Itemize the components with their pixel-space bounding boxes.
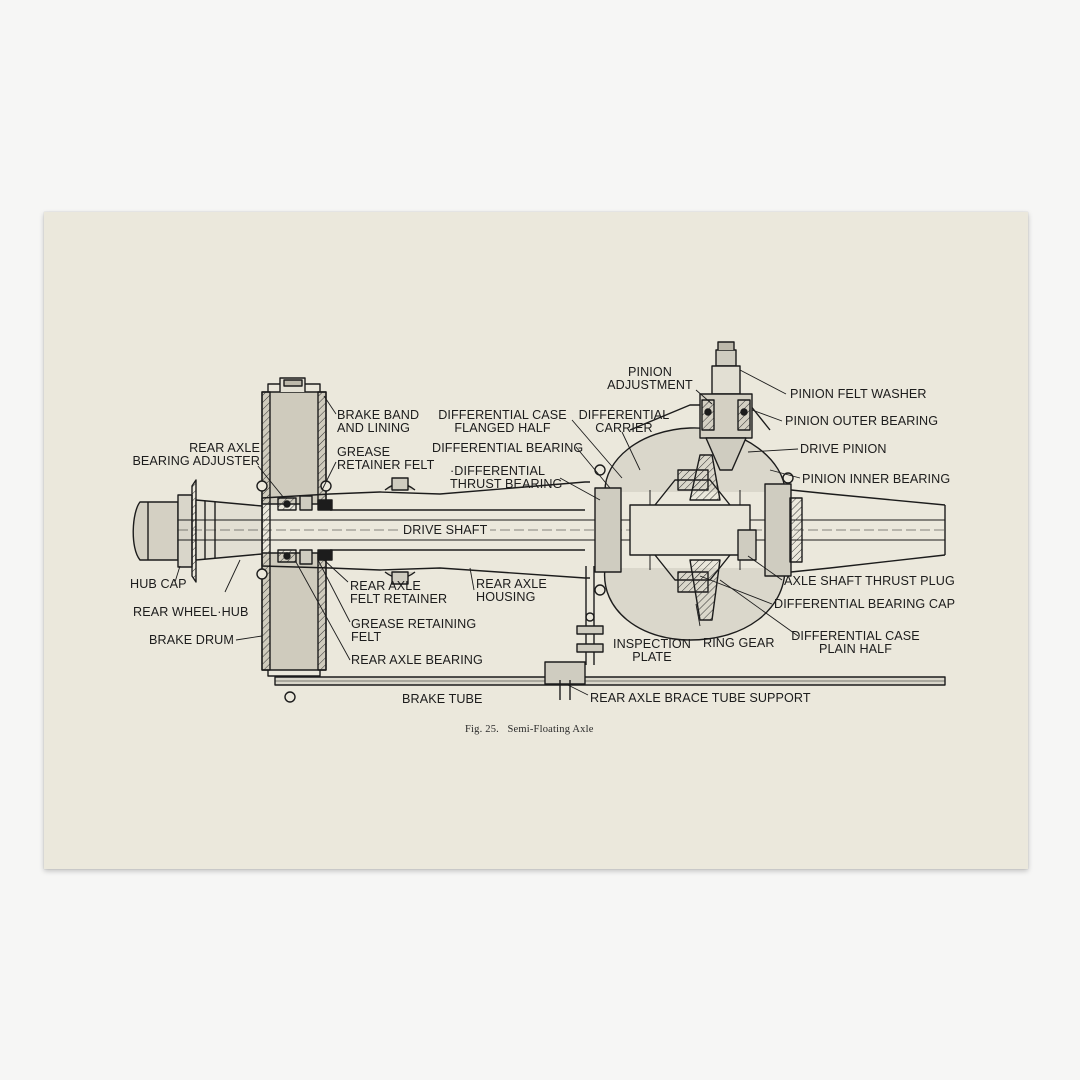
label-rear-axle-bearing: REAR AXLE BEARING	[351, 653, 483, 667]
brace-tube-support-shape	[576, 566, 604, 665]
label-rear-axle-brace-tube-support: REAR AXLE BRACE TUBE SUPPORT	[590, 691, 811, 705]
label-differential-thrust-bearing: ·DIFFERENTIAL THRUST BEARING	[450, 464, 563, 491]
label-differential-case-plain-half: DIFFERENTIAL CASE PLAIN HALF	[791, 629, 920, 656]
hub-cap-shape	[132, 479, 263, 583]
label-differential-carrier: DIFFERENTIAL CARRIER	[578, 408, 670, 435]
label-brake-tube: BRAKE TUBE	[402, 692, 483, 706]
label-pinion-adjustment: PINION ADJUSTMENT	[607, 365, 693, 392]
label-brake-band-and-lining: BRAKE BAND AND LINING	[337, 408, 420, 435]
label-rear-axle-bearing-adjuster: REAR AXLE BEARING ADJUSTER	[132, 441, 260, 468]
figure-caption: Fig. 25. Semi-Floating Axle	[465, 724, 594, 735]
right-axle-housing-shape	[789, 489, 946, 573]
rear-axle-bearing-shape	[277, 495, 333, 565]
label-pinion-felt-washer: PINION FELT WASHER	[790, 387, 927, 401]
leader-lines	[174, 369, 801, 696]
label-drive-shaft: DRIVE SHAFT	[400, 524, 491, 537]
label-pinion-outer-bearing: PINION OUTER BEARING	[785, 414, 939, 428]
label-grease-retainer-felt: GREASE RETAINER FELT	[337, 445, 435, 472]
label-ring-gear: RING GEAR	[703, 636, 775, 650]
label-rear-axle-felt-retainer: REAR AXLE FELT RETAINER	[350, 579, 448, 606]
label-hub-cap: HUB CAP	[130, 577, 187, 591]
label-axle-shaft-thrust-plug: AXLE SHAFT THRUST PLUG	[784, 574, 955, 588]
label-grease-retaining-felt: GREASE RETAINING FELT	[351, 617, 477, 644]
differential-carrier-shape	[594, 404, 794, 641]
label-pinion-inner-bearing: PINION INNER BEARING	[802, 472, 951, 486]
label-rear-wheel-hub: REAR WHEEL·HUB	[133, 605, 249, 619]
brake-tube-shape	[274, 661, 946, 703]
label-differential-case-flanged-half: DIFFERENTIAL CASE FLANGED HALF	[438, 408, 567, 435]
ring-gear-shape	[689, 454, 721, 621]
label-differential-bearing: DIFFERENTIAL BEARING	[432, 441, 584, 455]
drive-shaft-shape	[178, 519, 945, 541]
label-inspection-plate: INSPECTION PLATE	[613, 637, 691, 664]
label-differential-bearing-cap: DIFFERENTIAL BEARING CAP	[774, 597, 956, 611]
rear-axle-housing-shape	[261, 477, 590, 585]
label-drive-pinion: DRIVE PINION	[800, 442, 887, 456]
label-brake-drum: BRAKE DRUM	[149, 633, 234, 647]
brake-drum-shape	[256, 377, 332, 677]
label-rear-axle-housing: REAR AXLE HOUSING	[476, 577, 547, 604]
